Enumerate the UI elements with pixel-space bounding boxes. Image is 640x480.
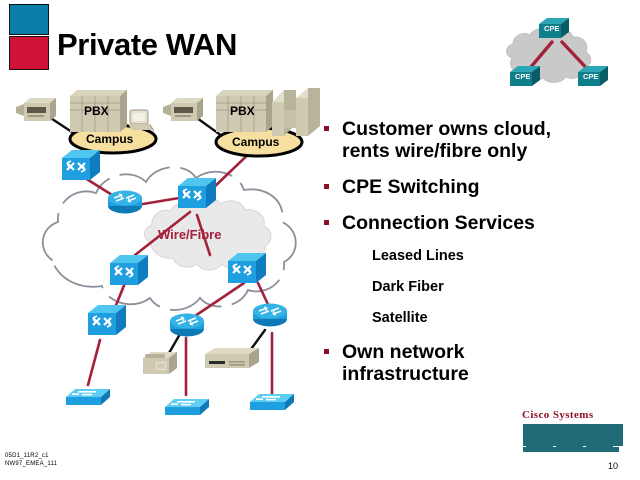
outer-wan-cloud (42, 166, 297, 311)
cpe-node-left (510, 66, 540, 86)
page-title: Private WAN (57, 27, 237, 62)
pbx-cabinet-right (215, 89, 274, 133)
switch-core-bottom-right (226, 251, 268, 285)
cpe-node-right (578, 66, 608, 86)
cpe-label-top: CPE (544, 24, 560, 33)
cisco-wordmark: Cisco Systems (522, 409, 594, 421)
cpe-label-left: CPE (515, 72, 531, 81)
switch-core-top (176, 176, 218, 210)
sub-bullet-dark-fiber: Dark Fiber (372, 279, 444, 295)
bullet-list: Customer owns cloud, rents wire/fibre on… (320, 118, 636, 399)
router-core-left (107, 189, 143, 215)
workstation-icon (127, 109, 155, 133)
campus-label-left: Campus (86, 132, 134, 146)
pbx-label-right: PBX (230, 104, 255, 118)
cpe-node-top (539, 18, 569, 38)
logo-blue-block (9, 4, 49, 35)
network-links (83, 146, 274, 397)
router-edge-center (169, 312, 205, 338)
switch-core-bottom-left (108, 253, 150, 287)
campus-label-right: Campus (232, 135, 280, 149)
bullet-item-4: Own network infrastructure (320, 341, 592, 385)
hub-bottom-center (165, 399, 209, 415)
switch-campus-left (60, 148, 102, 182)
switch-access-left (86, 303, 128, 337)
page-number: 10 (608, 461, 619, 471)
footer-line-2: NW97_EMEA_111 (5, 461, 58, 467)
pbx-cabinet-left (69, 89, 128, 133)
campus-ellipse-right (214, 126, 304, 158)
router-edge-right (252, 302, 288, 328)
hub-bottom-left (66, 389, 110, 405)
sub-bullet-leased-lines: Leased Lines (372, 248, 464, 264)
cisco-bridge-bars (523, 424, 623, 452)
hub-bottom-right (250, 394, 294, 410)
sub-bullet-satellite: Satellite (372, 310, 428, 326)
brand-logo-mark (9, 4, 49, 70)
pbx-label-left: PBX (84, 104, 109, 118)
wire-fibre-cloud (144, 198, 272, 271)
desk-phone-icon (142, 351, 178, 375)
footer-reference: 05D1_11R2_c1 NW97_EMEA_111 (5, 452, 57, 468)
modem-icon (205, 348, 259, 368)
cpe-cloud-group (506, 18, 608, 86)
cisco-systems-logo: Cisco Systems (521, 409, 625, 457)
bullet-item-3: Connection Services (320, 212, 636, 234)
bullet-item-2: CPE Switching (320, 176, 636, 198)
wire-fibre-label: Wire/Fibre (158, 227, 222, 242)
cpe-label-right: CPE (583, 72, 599, 81)
footer-line-1: 05D1_11R2_c1 (5, 453, 49, 459)
campus-ellipse-left (68, 123, 158, 155)
camera-icon-left (16, 98, 56, 121)
bullet-item-1: Customer owns cloud, rents wire/fibre on… (320, 118, 592, 162)
logo-red-block (9, 36, 49, 70)
access-links (41, 111, 267, 362)
building-icon (272, 88, 320, 136)
camera-icon-right (163, 98, 203, 121)
